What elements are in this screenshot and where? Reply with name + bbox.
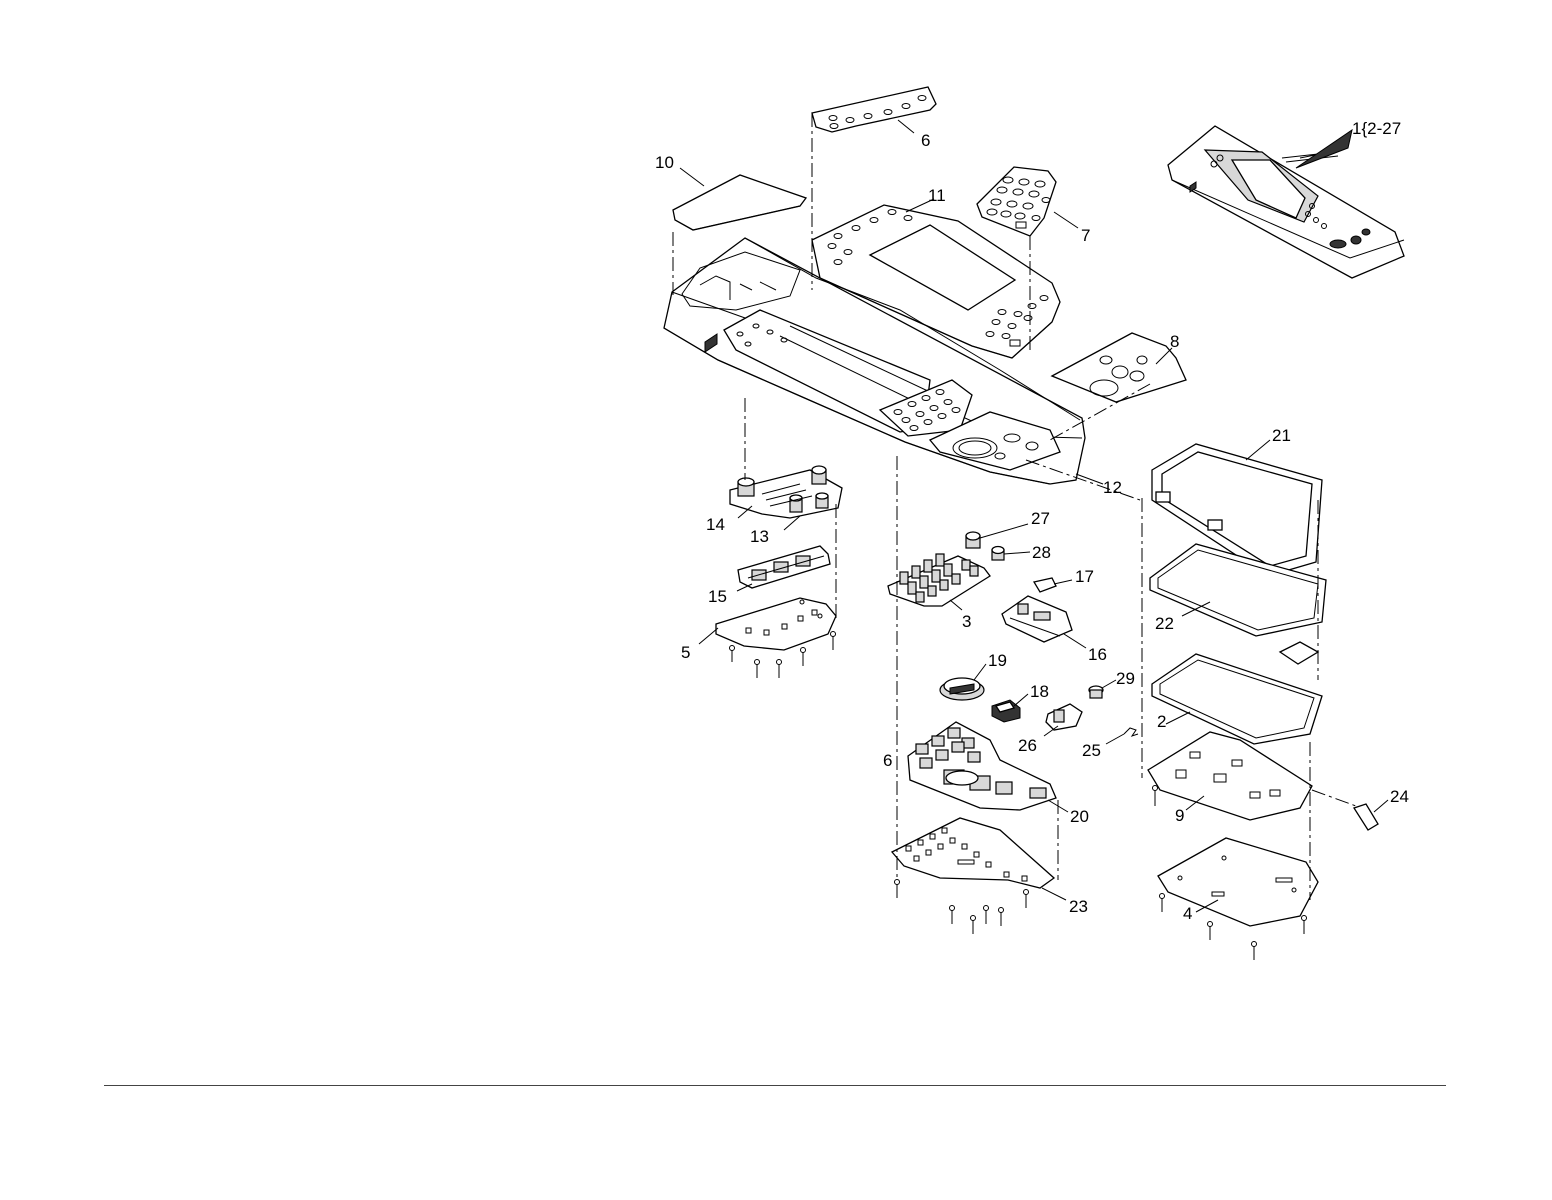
part-6-overlay <box>812 87 936 132</box>
callout-4: 4 <box>1183 904 1192 923</box>
part-2-lcd-module <box>1152 642 1322 744</box>
callout-17: 17 <box>1075 567 1094 586</box>
callout-8: 8 <box>1170 332 1179 351</box>
callout-12: 12 <box>1103 478 1122 497</box>
callout-5: 5 <box>681 643 690 662</box>
part-26-29-switch <box>1046 686 1103 730</box>
callout-kit: 1{2-27 <box>1352 119 1401 138</box>
callout-9: 9 <box>1175 806 1184 825</box>
callout-2: 2 <box>1157 712 1166 731</box>
callout-15: 15 <box>708 587 727 606</box>
part-3-keypad-board <box>888 554 990 606</box>
callout-20: 20 <box>1070 807 1089 826</box>
callout-10: 10 <box>655 153 674 172</box>
part-9-bracket <box>1148 732 1312 820</box>
callout-28: 28 <box>1032 543 1051 562</box>
callout-23: 23 <box>1069 897 1088 916</box>
callout-3: 3 <box>962 612 971 631</box>
callout-24: 24 <box>1390 787 1409 806</box>
assembled-control-panel <box>1168 126 1404 278</box>
part-10-cover <box>673 175 806 230</box>
callout-22: 22 <box>1155 614 1174 633</box>
callout-27: 27 <box>1031 509 1050 528</box>
callout-18: 18 <box>1030 682 1049 701</box>
part-25-spring <box>1124 728 1138 736</box>
part-8-overlay <box>1052 333 1186 402</box>
callout-14: 14 <box>706 515 725 534</box>
callout-16: 16 <box>1088 645 1107 664</box>
part-24-clip <box>1354 804 1378 830</box>
part-19-knob <box>940 678 984 700</box>
callout-6-clipped: 6 <box>883 751 892 770</box>
callout-26: 26 <box>1018 736 1037 755</box>
part-17-16-led-board <box>1002 578 1072 642</box>
callout-29: 29 <box>1116 669 1135 688</box>
part-18-switch <box>992 700 1020 722</box>
callout-13: 13 <box>750 527 769 546</box>
callout-6: 6 <box>921 131 930 150</box>
callout-7: 7 <box>1081 226 1090 245</box>
part-5-pcb <box>716 598 836 678</box>
part-15-switch-panel <box>738 546 830 588</box>
callout-11: 11 <box>928 186 946 205</box>
part-4-pcb <box>1158 838 1318 960</box>
callout-25: 25 <box>1082 741 1101 760</box>
part-23-main-pcb <box>892 818 1054 934</box>
callout-21: 21 <box>1272 426 1291 445</box>
footer-divider <box>104 1085 1446 1086</box>
part-7-keypad-overlay <box>977 167 1056 236</box>
callout-19: 19 <box>988 651 1007 670</box>
